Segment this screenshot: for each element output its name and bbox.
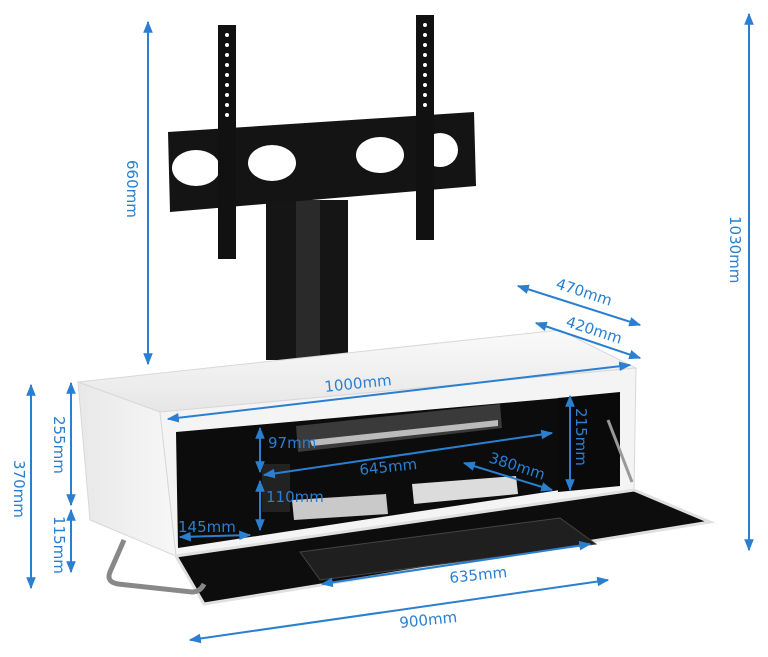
label-outer-depth: 470mm (554, 275, 615, 310)
mount-bracket-plate (168, 112, 476, 212)
mount-arm-left (218, 25, 236, 259)
label-upper-shelf-height: 97mm (268, 434, 316, 452)
label-total-height: 1030mm (726, 216, 744, 283)
label-door-width: 635mm (449, 563, 508, 587)
label-interior-height: 215mm (572, 408, 590, 466)
dimension-lines (26, 12, 754, 644)
label-side-width: 145mm (178, 518, 236, 536)
label-leg-height: 115mm (50, 516, 68, 574)
label-overall-cabinet-height: 370mm (10, 460, 28, 518)
mount-arm-right (416, 15, 434, 240)
label-mount-height: 660mm (123, 160, 141, 218)
mini-computer (292, 494, 388, 520)
label-shelf-width: 645mm (359, 455, 418, 479)
label-cabinet-body-height: 255mm (50, 416, 68, 474)
tv-mount (168, 15, 476, 360)
label-lower-shelf-height: 110mm (266, 488, 324, 506)
label-base-width: 900mm (399, 608, 458, 632)
